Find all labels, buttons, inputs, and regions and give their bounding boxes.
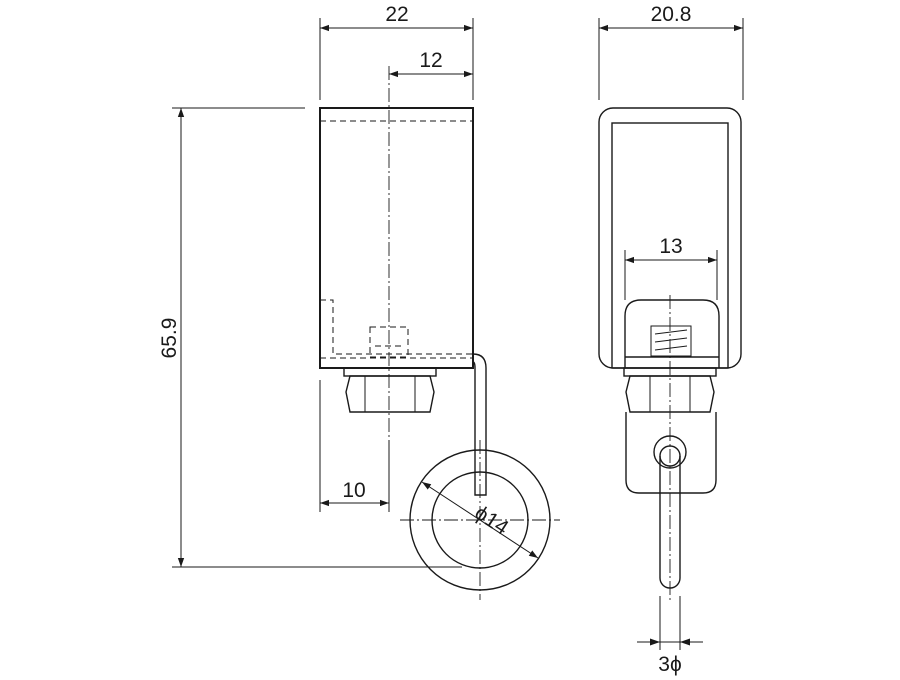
- front-bolt-hidden: [369, 326, 409, 358]
- dim-10-label: 10: [342, 479, 365, 502]
- side-dimensions: 20.8 13 3ϕ: [598, 3, 744, 676]
- dim-12-label: 12: [419, 49, 442, 72]
- dim-d14-label: ϕ14: [471, 501, 513, 540]
- dim-22-label: 22: [385, 3, 408, 26]
- side-view: [598, 107, 742, 600]
- side-lower-bracket: [625, 412, 717, 494]
- dim-d14-line: [421, 481, 539, 559]
- dim-65-9-label: 65.9: [158, 318, 181, 359]
- side-stud: [650, 325, 692, 357]
- front-nut: [345, 375, 435, 413]
- front-view: [319, 66, 560, 600]
- front-bracket-hidden: [320, 299, 473, 355]
- side-bracket: [624, 299, 720, 368]
- front-dimensions: 22 12 65.9 10 ϕ14: [158, 3, 539, 568]
- dim-13-label: 13: [659, 235, 682, 258]
- front-nut-washer: [343, 367, 437, 377]
- dim-3-label: 3ϕ: [658, 653, 681, 676]
- front-body: [319, 107, 474, 369]
- dim-20-8-label: 20.8: [651, 3, 692, 26]
- front-arm: [472, 353, 487, 496]
- side-nut: [625, 375, 715, 413]
